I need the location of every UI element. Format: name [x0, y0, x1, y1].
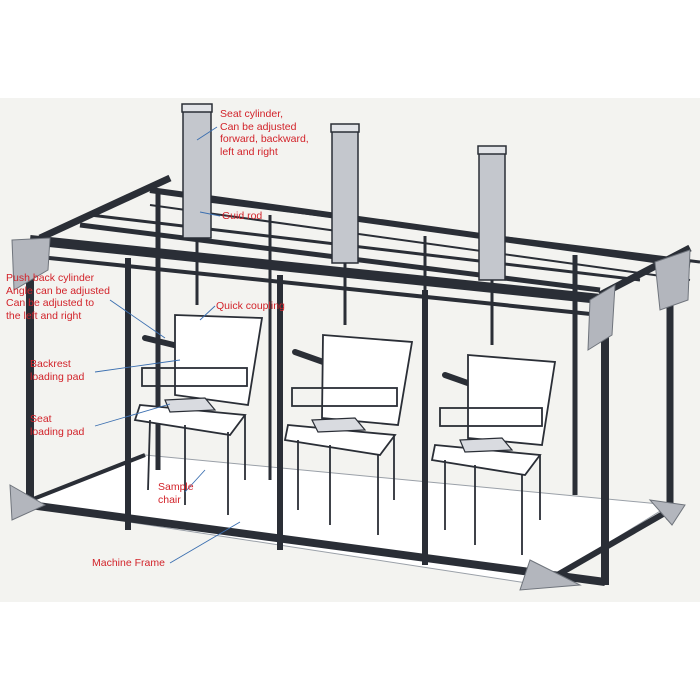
chair-middle [283, 334, 414, 535]
chair-left [133, 314, 264, 515]
label-seat-loading-pad: Seat loading pad [30, 413, 85, 438]
chair-right [430, 354, 557, 555]
label-machine-frame: Machine Frame [92, 557, 165, 569]
label-quick-coupling: Quick coupling [216, 300, 285, 312]
label-backrest-loading-pad: Backrest loading pad [30, 358, 85, 383]
label-seat-cylinder: Seat cylinder, Can be adjusted forward, … [220, 108, 309, 158]
seat-loading-pads [164, 397, 514, 453]
sample-chairs [133, 314, 557, 555]
corner-plates [9, 237, 691, 591]
leader-lines [94, 126, 241, 564]
seat-cylinders [181, 103, 507, 345]
label-guide-rod: Guid rod [222, 210, 263, 222]
label-push-back-cylinder: Push back cylinder Angle can be adjusted… [6, 272, 110, 322]
label-sample-chair: Sample chair [158, 481, 194, 506]
